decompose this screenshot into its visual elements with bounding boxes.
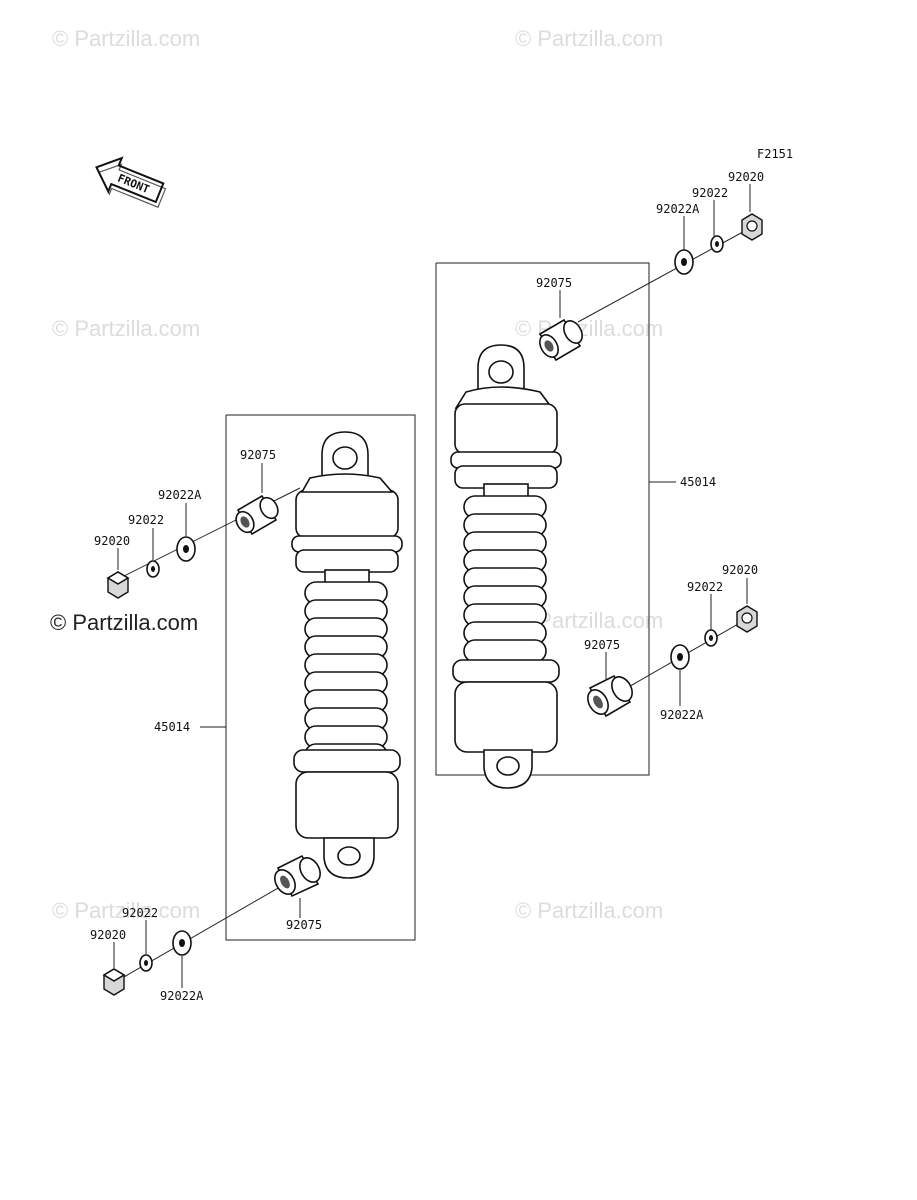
right-upper-axis-line [577, 226, 753, 323]
right-upper-nut [741, 213, 763, 241]
watermark: © Partzilla.com [515, 26, 663, 51]
watermark-prominent: © Partzilla.com [50, 610, 198, 635]
callout-label: 92020 [728, 170, 764, 184]
callout-label: 45014 [154, 720, 190, 734]
callout-label: 45014 [680, 475, 716, 489]
left-shock-group: 92075 92022A 92022 92020 45014 92075 920… [90, 414, 416, 1003]
callout-label: 92075 [536, 276, 572, 290]
callout-label: 92022A [160, 989, 204, 1003]
right-shock-absorber [450, 344, 562, 789]
watermark: © Partzilla.com [515, 316, 663, 341]
left-lower-collar [274, 854, 321, 898]
front-arrow-icon: FRONT [95, 156, 167, 208]
callout-label: 92022 [128, 513, 164, 527]
watermark: © Partzilla.com [515, 898, 663, 923]
callout-label: 92022 [687, 580, 723, 594]
callout-label: 92020 [722, 563, 758, 577]
callout-label: 92020 [94, 534, 130, 548]
watermark: © Partzilla.com [52, 316, 200, 341]
left-upper-washer [146, 560, 160, 578]
right-lower-washer-a [670, 644, 690, 670]
callout-label: 92075 [584, 638, 620, 652]
left-lower-nut [102, 968, 126, 996]
left-lower-washer-a [172, 930, 192, 956]
right-lower-washer [704, 629, 718, 647]
right-lower-nut [736, 605, 758, 633]
right-lower-collar [587, 674, 633, 718]
callout-label: 92022A [660, 708, 704, 722]
watermark: © Partzilla.com [52, 898, 200, 923]
left-upper-washer-a [176, 536, 196, 562]
right-upper-washer [710, 235, 724, 253]
right-assembly-frame [435, 262, 650, 776]
right-upper-washer-a [674, 249, 694, 275]
left-lower-axis-line [109, 879, 293, 986]
callout-label: 92022A [158, 488, 202, 502]
left-lower-washer [139, 954, 153, 972]
callout-label: 92022 [122, 906, 158, 920]
callout-label: 92075 [286, 918, 322, 932]
left-shock-absorber [291, 431, 403, 879]
figure-code: F2151 [757, 147, 793, 161]
left-upper-nut [106, 571, 130, 599]
watermark: © Partzilla.com [52, 26, 200, 51]
left-assembly-frame [225, 414, 416, 941]
callout-label: 92075 [240, 448, 276, 462]
callout-label: 92022 [692, 186, 728, 200]
right-shock-group: 92075 92022A 92022 92020 45014 92075 920… [435, 170, 764, 789]
callout-label: 92020 [90, 928, 126, 942]
callout-label: 92022A [656, 202, 700, 216]
left-upper-collar [235, 494, 279, 536]
right-upper-collar [538, 318, 583, 362]
